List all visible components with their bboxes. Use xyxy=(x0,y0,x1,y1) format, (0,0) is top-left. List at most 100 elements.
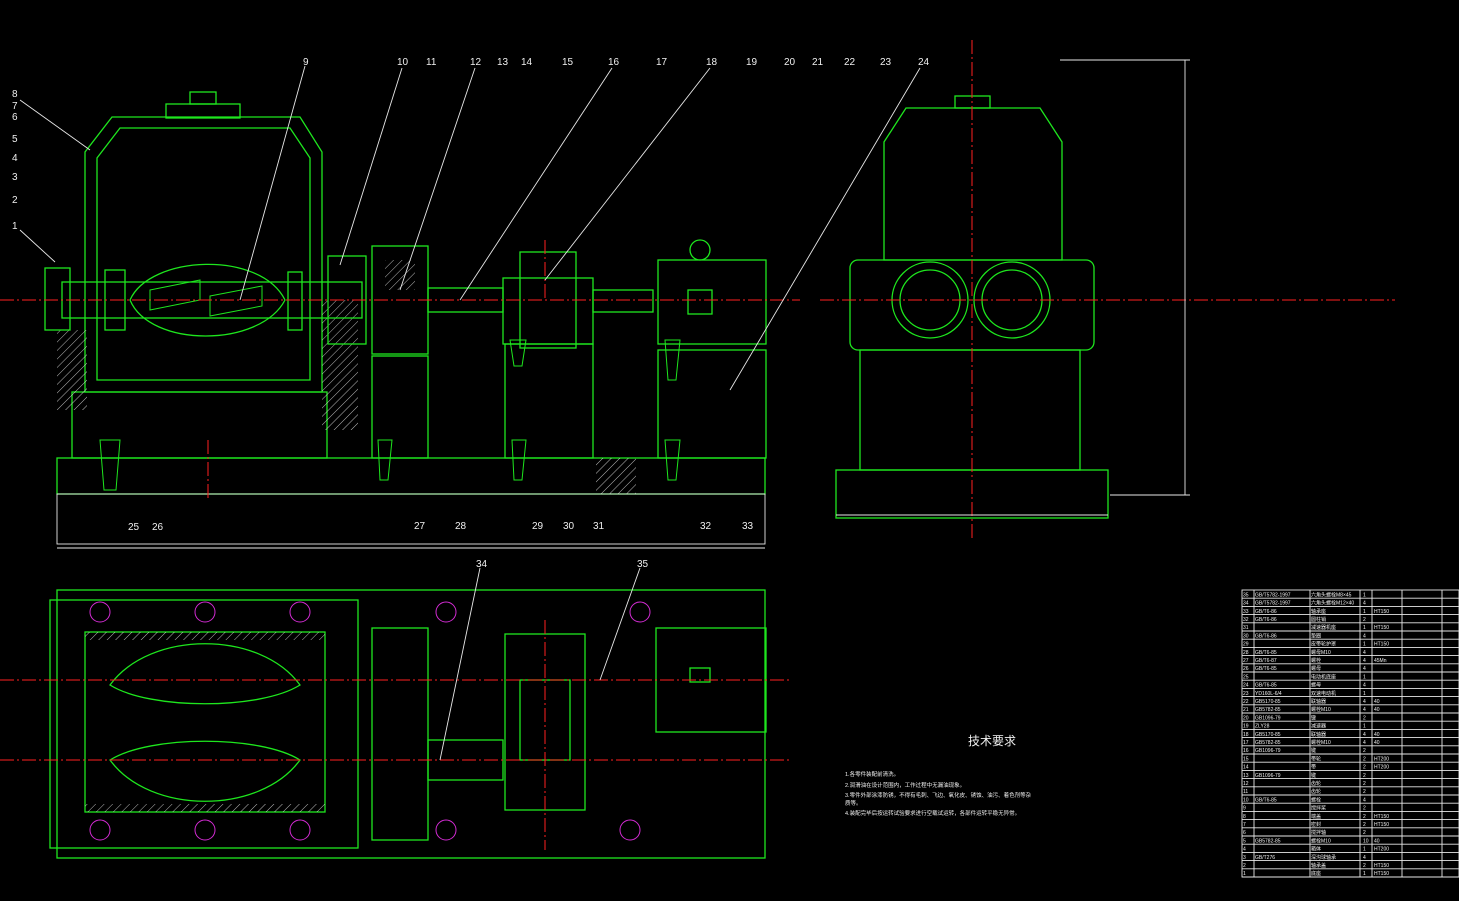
callout: 8 xyxy=(12,89,18,100)
bom-cell-qty: 2 xyxy=(1363,765,1366,771)
bom-cell-code: GB1096-79 xyxy=(1255,715,1281,721)
bom-cell-qty: 4 xyxy=(1363,855,1366,861)
bom-cell-no: 20 xyxy=(1243,715,1249,721)
callouts-plan: 34 35 xyxy=(476,559,649,570)
bom-cell-name: 双速电动机 xyxy=(1311,690,1336,697)
callout: 29 xyxy=(532,521,544,532)
agitator-blade xyxy=(129,263,286,337)
bom-cell-name: 螺栓M10 xyxy=(1311,739,1331,746)
tech-title: 技术要求 xyxy=(968,734,1016,748)
bom-cell-qty: 4 xyxy=(1363,658,1366,664)
bom-cell-name: 联轴器 xyxy=(1311,731,1326,738)
bom-cell-material: HT150 xyxy=(1374,822,1389,828)
bom-cell-qty: 4 xyxy=(1363,740,1366,746)
bom-cell-name: 电动机底座 xyxy=(1311,673,1336,680)
bom-cell-material: 40 xyxy=(1374,732,1380,738)
bom-cell-code: GB/T5782-1997 xyxy=(1255,592,1291,598)
bom-cell-qty: 2 xyxy=(1363,748,1366,754)
bom-cell-name: 螺栓M10 xyxy=(1311,837,1331,844)
callout: 27 xyxy=(414,521,426,532)
callout: 32 xyxy=(700,521,712,532)
bom-cell-name: 搅拌桨 xyxy=(1311,805,1326,812)
callout: 3 xyxy=(12,172,18,183)
callouts-bottom: 25 26 27 28 29 30 31 32 33 xyxy=(128,521,754,533)
bom-cell-no: 12 xyxy=(1243,781,1249,787)
bom-cell-qty: 1 xyxy=(1363,871,1366,877)
callout: 24 xyxy=(918,57,930,68)
bom-cell-no: 22 xyxy=(1243,699,1249,705)
bom-cell-code: YD160L-6/4 xyxy=(1255,691,1282,697)
bom-cell-no: 6 xyxy=(1243,830,1246,836)
bom-cell-qty: 2 xyxy=(1363,756,1366,762)
technical-requirements: 技术要求 1.各零件装配前清洗。 2.润滑油在设计范围内，工作过程中无漏油现象。… xyxy=(845,734,1032,817)
bom-cell-no: 32 xyxy=(1243,617,1249,623)
callout: 17 xyxy=(656,57,668,68)
bom-cell-code: GB5782-85 xyxy=(1255,707,1281,713)
bom-cell-name: 减速器机座 xyxy=(1311,624,1336,631)
callout: 31 xyxy=(593,521,605,532)
bom-cell-name: 底座 xyxy=(1311,870,1321,877)
bom-cell-code: GB/T6-86 xyxy=(1255,633,1277,639)
callout: 2 xyxy=(12,195,18,206)
bom-cell-name: 垫圈 xyxy=(1311,632,1321,639)
bom-cell-name: 联轴器 xyxy=(1311,698,1326,705)
tech-note: 4.装配完毕后按运转试验要求进行空载试运转，各部件运转平稳无异常。 xyxy=(845,809,1020,817)
callout: 15 xyxy=(562,57,574,68)
bom-cell-no: 18 xyxy=(1243,732,1249,738)
tech-note: 质等。 xyxy=(845,799,862,807)
bom-cell-material: 40 xyxy=(1374,838,1380,844)
bom-cell-qty: 1 xyxy=(1363,592,1366,598)
callout: 7 xyxy=(12,101,18,112)
bom-cell-name: 螺栓 xyxy=(1311,796,1321,803)
base-plate xyxy=(56,457,766,495)
bom-cell-qty: 2 xyxy=(1363,781,1366,787)
bom-cell-name: 螺母 xyxy=(1311,682,1321,689)
tech-note: 2.润滑油在设计范围内，工作过程中无漏油现象。 xyxy=(845,781,965,789)
bom-cell-no: 5 xyxy=(1243,838,1246,844)
bom-cell-qty: 2 xyxy=(1363,830,1366,836)
front-view xyxy=(0,91,800,549)
bom-cell-no: 1 xyxy=(1243,871,1246,877)
bom-cell-name: 皮带轮护罩 xyxy=(1311,641,1336,648)
bom-cell-name: 螺栓M10 xyxy=(1311,706,1331,713)
callout: 16 xyxy=(608,57,620,68)
plan-base xyxy=(56,589,766,859)
bom-cell-no: 30 xyxy=(1243,633,1249,639)
bom-cell-qty: 1 xyxy=(1363,642,1366,648)
bom-cell-name: 带轮 xyxy=(1311,755,1321,762)
reducer xyxy=(502,277,594,345)
bom-cell-no: 11 xyxy=(1243,789,1248,795)
bom-cell-qty: 2 xyxy=(1363,789,1366,795)
bom-cell-qty: 1 xyxy=(1363,609,1366,615)
bom-cell-no: 14 xyxy=(1243,765,1249,771)
bom-cell-no: 26 xyxy=(1243,666,1249,672)
bom-cell-no: 34 xyxy=(1243,601,1249,607)
bom-cell-qty: 4 xyxy=(1363,601,1366,607)
motor xyxy=(657,259,767,345)
bom-cell-name: 齿轮 xyxy=(1311,788,1321,795)
bom-cell-qty: 2 xyxy=(1363,617,1366,623)
bom-cell-code: GB5782-85 xyxy=(1255,838,1281,844)
bom-cell-no: 28 xyxy=(1243,650,1249,656)
bom-cell-name: 轴承盖 xyxy=(1311,862,1326,869)
callout: 10 xyxy=(397,57,409,68)
callout: 9 xyxy=(303,57,309,68)
bom-cell-code: GB5170-85 xyxy=(1255,732,1281,738)
bom-cell-qty: 1 xyxy=(1363,625,1366,631)
bom-cell-qty: 4 xyxy=(1363,650,1366,656)
bom-cell-no: 21 xyxy=(1243,707,1249,713)
bom-cell-material: 40 xyxy=(1374,707,1380,713)
side-view xyxy=(820,40,1395,540)
bom-cell-no: 33 xyxy=(1243,609,1249,615)
bom-cell-qty: 1 xyxy=(1363,847,1366,853)
bom-cell-no: 15 xyxy=(1243,756,1249,762)
bom-cell-qty: 2 xyxy=(1363,773,1366,779)
bom-cell-material: HT150 xyxy=(1374,609,1389,615)
callout: 28 xyxy=(455,521,467,532)
bom-cell-no: 27 xyxy=(1243,658,1249,664)
bom-cell-no: 25 xyxy=(1243,674,1249,680)
callout: 21 xyxy=(812,57,824,68)
